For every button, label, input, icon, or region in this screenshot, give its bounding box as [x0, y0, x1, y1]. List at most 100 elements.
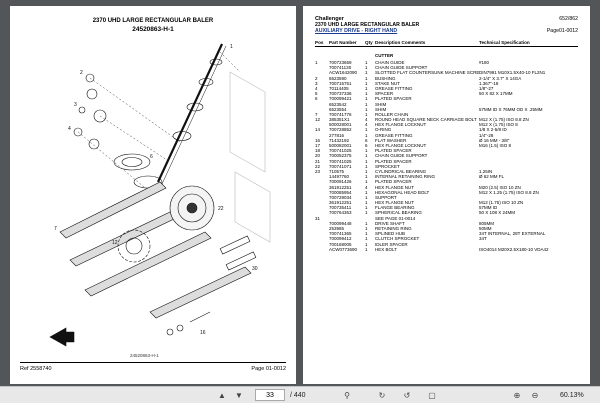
cell-part-number: 700099448	[329, 220, 352, 226]
cell-pos: 23	[315, 168, 321, 174]
cell-part-number: 6523542	[329, 101, 347, 107]
cell-part-number: 361912251	[329, 184, 352, 190]
cell-qty: 1	[365, 189, 368, 195]
cell-spec: ISO4014 M20X2.5X180-10 VDA42	[479, 246, 549, 252]
cell-pos: 17	[315, 143, 321, 148]
cell-description: PLATED SPACER	[375, 179, 412, 185]
cell-description: SLOTTED FLAT COUNTERSUNK MACHINE SCREW	[375, 70, 479, 76]
cell-part-number: 6523590	[329, 75, 347, 81]
refresh-icon[interactable]: ↺	[403, 390, 411, 400]
cell-spec: Ø 62 MM FL	[479, 174, 505, 180]
cell-spec: 57MM ID	[479, 205, 498, 211]
cell-part-number: 700741365	[329, 231, 352, 237]
cell-qty: 1	[365, 241, 368, 247]
cell-spec: M12 (1.75) ISO 10 ZN	[479, 200, 524, 206]
cell-description: FLANGE BEARING	[375, 205, 415, 211]
cell-spec: 1.25IN	[479, 168, 493, 174]
cell-qty: 1	[365, 101, 368, 107]
cell-qty: 4	[365, 117, 368, 123]
cell-part-number: 700168005	[329, 241, 352, 247]
cell-spec: M12 X (1.75) ISO 8.8 ZN	[479, 117, 529, 123]
cell-part-number: 700099412	[329, 236, 352, 242]
cell-part-number: 700091426	[329, 179, 352, 185]
cell-pos: 1	[315, 60, 318, 65]
cell-qty: 1	[365, 220, 368, 226]
cell-spec: M16 (1.5) ISO 8	[479, 143, 512, 148]
svg-text:12: 12	[112, 240, 118, 246]
page-number-input[interactable]	[255, 389, 285, 401]
cell-description: ROLLER CHAIN	[375, 111, 409, 117]
diagram-page: 2370 UHD LARGE RECTANGULAR BALER 2452086…	[10, 6, 296, 384]
fit-page-icon[interactable]: ▢	[428, 390, 436, 400]
cell-description: RETAINING RING	[375, 226, 412, 231]
cell-spec: 2-1/4" X 3.7" X 14GA	[479, 75, 522, 81]
cell-qty: 1	[365, 194, 368, 200]
cell-qty: 1	[365, 236, 368, 242]
cell-qty: 1	[365, 179, 368, 185]
cell-qty: 1	[365, 148, 368, 154]
cell-description: SPACER	[375, 91, 394, 97]
svg-text:7: 7	[54, 226, 57, 232]
col-spec: Technical Specification	[479, 40, 530, 45]
cell-qty: 1	[365, 210, 368, 216]
cell-spec: 1/8"-27	[479, 85, 494, 91]
cell-pos	[315, 247, 329, 252]
svg-text:4: 4	[68, 126, 71, 132]
cell-part-number: 500028001	[329, 122, 352, 128]
cell-part-number: 70114405	[329, 85, 349, 91]
cell-part-number: 14497760	[329, 174, 350, 180]
cell-part-number: 253985	[329, 226, 345, 231]
search-icon[interactable]: ⚲	[344, 390, 350, 400]
cell-spec: 1/8 X 2-5/8 ID	[479, 127, 507, 133]
cell-qty: 6	[365, 137, 368, 143]
cell-description: SUPPORT	[375, 194, 397, 200]
cell-spec: #180	[479, 60, 490, 65]
cell-qty: 1	[365, 70, 368, 76]
brand-name: Challenger	[315, 16, 344, 22]
cell-description: CHAIN GUIDE SUPPORT	[375, 153, 428, 159]
cell-part-number: 700764363	[329, 210, 352, 216]
cell-part-number: 700099421	[329, 96, 352, 102]
svg-text:2: 2	[80, 70, 83, 76]
cell-spec: M12 X 1.25 (1.75) ISO 8.8 ZN	[479, 189, 539, 195]
model-title: 2370 UHD LARGE RECTANGULAR BALER	[315, 22, 420, 28]
chevron-down-icon[interactable]: ▼	[235, 390, 243, 400]
cell-description: PLATED SPACER	[375, 148, 412, 154]
rotate-icon[interactable]: ↻	[378, 390, 386, 400]
cell-part-number: 700735411	[329, 205, 352, 211]
cell-pos: 16	[315, 137, 321, 143]
zoom-in-icon[interactable]: ⊕	[513, 390, 521, 400]
cell-description: CHAIN GUIDE SUPPORT	[375, 65, 428, 71]
cell-description: BUSHING	[375, 75, 396, 81]
cell-spec: 34T INTERNAL, 28T EXTERNAL	[479, 231, 546, 237]
cell-qty: 1	[365, 168, 368, 174]
diagram-code: 24520863-H-1	[132, 26, 174, 33]
chevron-up-icon[interactable]: ▲	[218, 390, 226, 400]
cell-qty: 1	[365, 80, 368, 86]
cell-qty: 1	[365, 246, 368, 252]
cell-pos: 14	[315, 127, 321, 133]
zoom-out-icon[interactable]: ⊖	[531, 390, 539, 400]
cell-part-number: 700741071	[329, 163, 352, 169]
cell-part-number: 277816	[329, 132, 345, 138]
cell-part-number: ACW1642090	[329, 70, 358, 76]
cell-description: DRIVE SHAFT	[375, 220, 405, 226]
cell-description: GREASE FITTING	[375, 132, 413, 138]
